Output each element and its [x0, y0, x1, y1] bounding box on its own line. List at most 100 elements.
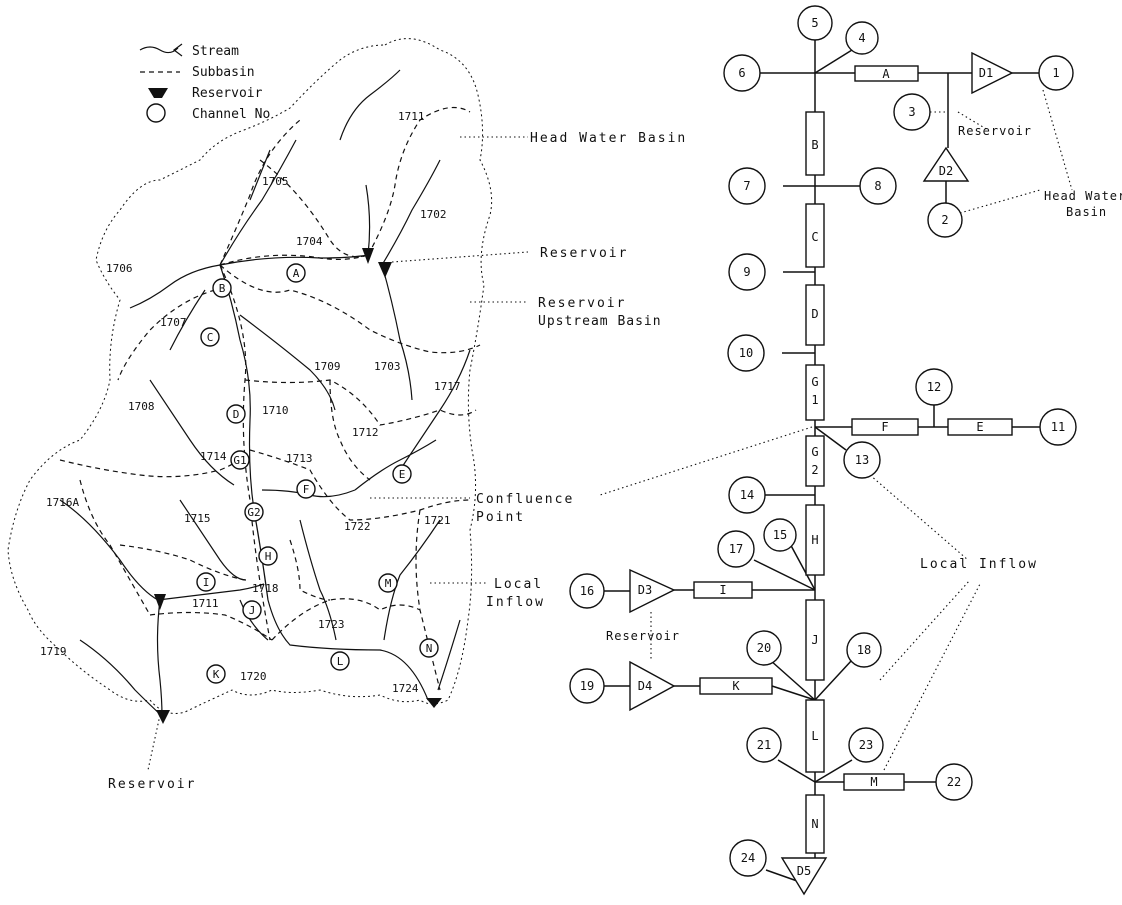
local-inflow-label: Local Inflow — [920, 557, 1038, 572]
node-circle — [845, 21, 879, 55]
reservoir-label: D2 — [939, 164, 953, 178]
node-label: 14 — [740, 488, 754, 502]
subbasin-label: 1716A — [46, 496, 79, 509]
node-circle — [846, 632, 882, 668]
node-label: 12 — [927, 380, 941, 394]
channel-box — [805, 504, 825, 576]
channel-label: N — [426, 642, 433, 655]
node-label: 21 — [757, 738, 771, 752]
subbasin-label: 1720 — [240, 670, 267, 683]
main-stream — [219, 264, 429, 701]
stream-top2 — [381, 159, 441, 266]
node-label: 10 — [739, 346, 753, 360]
node-circle — [729, 839, 767, 877]
node-circle — [717, 530, 755, 568]
channel-label: I — [203, 576, 210, 589]
node-label: 24 — [741, 851, 755, 865]
branch-17 — [753, 559, 816, 591]
reservoir-label: D1 — [979, 66, 993, 80]
reservoir-label: Reservoir — [540, 246, 628, 261]
node-label: 18 — [857, 643, 871, 657]
channel-box — [805, 364, 825, 421]
channel-box — [947, 418, 1013, 436]
box-label: C — [811, 230, 818, 244]
node-label: 2 — [941, 213, 948, 227]
node-circle — [859, 167, 897, 205]
channel-box — [699, 677, 773, 695]
box-label: 1 — [811, 393, 818, 407]
leader-line — [147, 714, 161, 771]
channel-label: M — [385, 577, 392, 590]
channel-box — [805, 111, 825, 176]
basin-map: 1711 1705 1702 1704 1706 1707 1709 1703 … — [7, 38, 687, 792]
node-label: 9 — [743, 265, 750, 279]
stream-D3 — [157, 583, 265, 601]
reservoir-upstream-label: Reservoir — [538, 296, 626, 311]
leader-inflow-1 — [869, 474, 969, 561]
map-reservoir-1 — [362, 248, 374, 264]
node-circle — [763, 518, 797, 552]
node-circle — [727, 334, 765, 372]
subbasin-divide-2 — [367, 106, 471, 256]
channel-label: F — [303, 483, 310, 496]
node-label: 13 — [855, 453, 869, 467]
reservoir-triangle — [780, 857, 828, 896]
reservoir-triangle — [971, 51, 1014, 95]
subbasin-label: 1719 — [40, 645, 67, 658]
node-circle — [1038, 55, 1074, 91]
box-label: 2 — [811, 463, 818, 477]
stream-1711 — [339, 69, 401, 141]
stream-1722 — [299, 519, 337, 641]
subbasin-label: 1705 — [262, 175, 289, 188]
channel-label: L — [337, 655, 344, 668]
subbasin-label: 1723 — [318, 618, 345, 631]
channel-marker — [286, 263, 306, 283]
channel-marker — [212, 278, 232, 298]
subbasin-label: 1710 — [262, 404, 289, 417]
box-label: G — [811, 445, 818, 459]
legend-channel-label: Channel No — [192, 107, 270, 122]
channel-box — [805, 203, 825, 268]
channel-box — [693, 581, 753, 599]
subbasin-label: 1708 — [128, 400, 155, 413]
node-label: 20 — [757, 641, 771, 655]
branch-24 — [765, 869, 801, 883]
subbasin-label: 1711 — [192, 597, 219, 610]
channel-marker — [244, 502, 264, 522]
channel-label: G1 — [233, 454, 246, 467]
channel-marker — [296, 479, 316, 499]
box-label: N — [811, 817, 818, 831]
stream-1707 — [169, 289, 206, 351]
node-circle — [927, 202, 963, 238]
reservoir-bottom-label: Reservoir — [108, 777, 196, 792]
branch-18 — [814, 659, 853, 701]
channel-label: J — [249, 604, 256, 617]
channel-box — [854, 65, 919, 82]
channel-symbol — [146, 103, 166, 123]
stream-1715 — [179, 499, 247, 581]
subbasin-divide-13 — [289, 539, 331, 601]
channel-marker — [419, 638, 439, 658]
node-label: 6 — [738, 66, 745, 80]
stream-1719b — [79, 639, 163, 717]
headwater-label: Head Water Basin — [530, 131, 687, 146]
stream-symbol-arrow — [173, 43, 183, 57]
box-label: F — [881, 420, 888, 434]
stream-1705b — [249, 149, 271, 201]
reservoir-top-label: Reservoir — [958, 124, 1032, 138]
branch-15 — [787, 539, 816, 591]
channel-label: A — [293, 267, 300, 280]
channel-label: E — [399, 468, 406, 481]
channel-box — [805, 599, 825, 681]
channel-marker — [242, 600, 262, 620]
subbasin-label: 1722 — [344, 520, 371, 533]
subbasin-divide-11 — [149, 611, 273, 641]
subbasin-divide-6 — [117, 289, 216, 381]
subbasin-divide-1 — [219, 254, 369, 266]
stream-1720 — [239, 599, 269, 641]
subbasin-label: 1706 — [106, 262, 133, 275]
subbasin-label: 1703 — [374, 360, 401, 373]
branch-21 — [777, 759, 816, 783]
stream-1717 — [399, 349, 471, 471]
